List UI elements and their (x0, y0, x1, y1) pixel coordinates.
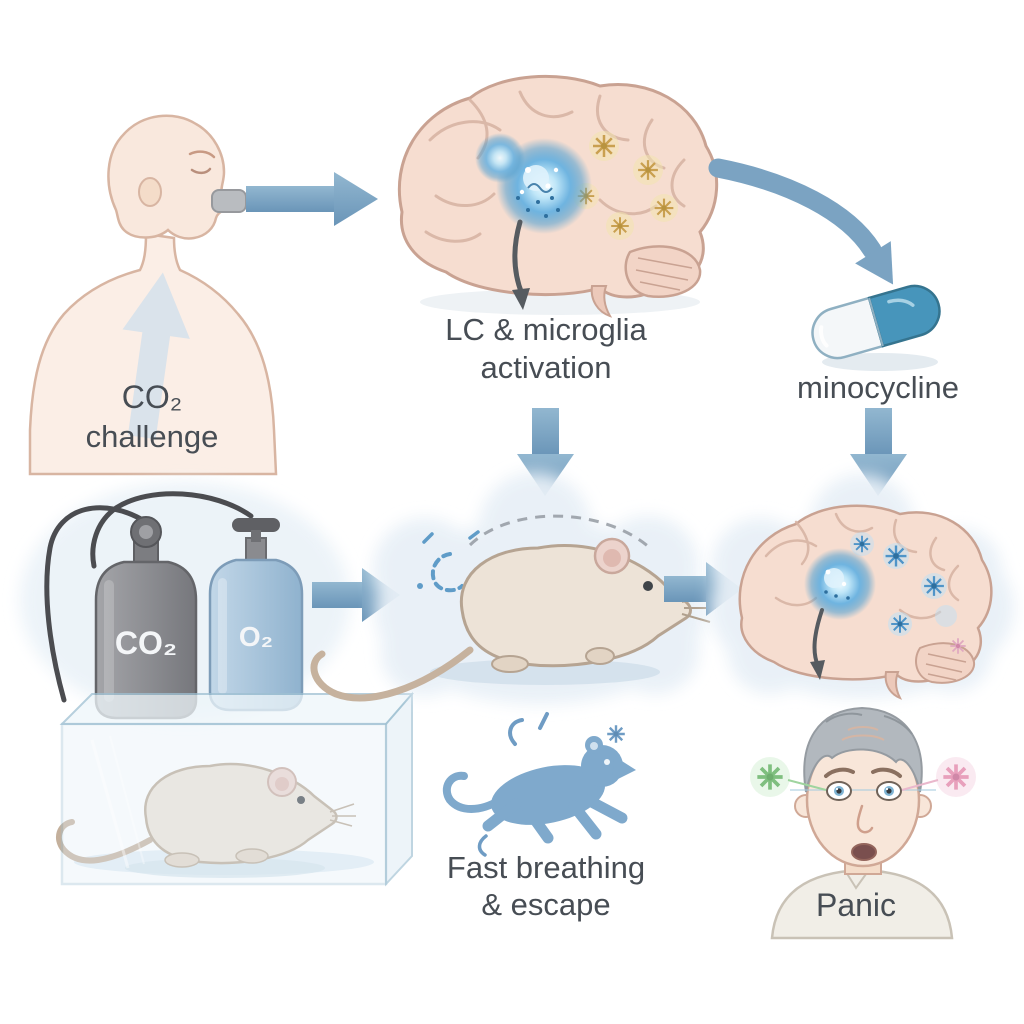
hair (803, 706, 923, 793)
capsule-shadow (822, 353, 938, 371)
microglia-star-icon (884, 544, 908, 568)
gas-setup: CO₂ O₂ (20, 482, 350, 720)
brain-top (397, 74, 719, 318)
human-eyebrow (188, 150, 216, 159)
co2-cylinder: CO₂ (94, 516, 198, 720)
panic-figure (750, 706, 976, 940)
rat-whiskers (329, 803, 356, 827)
human-eye-closed (190, 167, 212, 175)
lc-pointer-arrow (512, 219, 530, 310)
rat-eye (643, 581, 653, 591)
valve-handle-icon (232, 518, 280, 532)
capsule-blue-half (867, 284, 941, 348)
rodent-legs (482, 794, 628, 844)
shirt-collar (845, 871, 867, 890)
inhale-arrow-icon (122, 272, 190, 440)
human-figure (28, 114, 278, 476)
fast-breathing-label: Fast breathing & escape (447, 850, 645, 922)
panic-starburst-pink-icon (901, 757, 976, 797)
co2-challenge-line1: CO₂ (122, 379, 182, 415)
escape-rodent-icon (442, 712, 636, 857)
worry-lines (841, 726, 885, 741)
fast-breathing-line2: & escape (481, 887, 610, 922)
nose (856, 804, 874, 834)
arrow-brain-to-capsule (708, 158, 894, 285)
microglia-cluster-blue (850, 532, 967, 655)
microglia-star-icon (922, 574, 946, 598)
lc-activation-line2: activation (481, 350, 612, 385)
motion-marks-icon (477, 712, 549, 857)
brainstem (884, 671, 903, 700)
rat-tail (310, 646, 474, 702)
microglia-star-icon (591, 133, 617, 159)
dashed-dome (468, 514, 651, 550)
lc-activation-line1: LC & microglia (445, 312, 647, 347)
cerebellum-stripes (635, 257, 693, 291)
o2-cylinder: O₂ (208, 518, 304, 712)
minocycline-capsule (811, 284, 941, 371)
minocycline-label: minocycline (797, 370, 959, 405)
cerebellum (915, 642, 976, 684)
co2-challenge-label: CO₂ challenge (86, 379, 219, 454)
mouth-open (851, 843, 877, 861)
gas-tubes (44, 491, 254, 703)
panic-starburst-green-icon (750, 757, 827, 797)
lc-glow (475, 133, 592, 234)
microglia-star-icon (653, 197, 675, 219)
cerebellum (624, 245, 702, 299)
down-arrow-right (850, 408, 907, 496)
co2-cylinder-label: CO₂ (115, 625, 177, 661)
rat-eye (297, 796, 305, 804)
tank-right-face (385, 691, 413, 887)
capsule-white-half (811, 296, 885, 360)
brain-gyri (764, 512, 960, 620)
human-head (107, 114, 230, 240)
rat-in-tank (55, 762, 356, 878)
motion-star-icon (606, 724, 626, 744)
rodent-eye (604, 759, 610, 765)
left-eye (826, 781, 852, 801)
rat-tail (55, 819, 153, 864)
microglia-star-icon (610, 216, 630, 236)
lc-activation-label: LC & microglia activation (445, 312, 647, 385)
human-ear (138, 177, 162, 207)
right-eye (876, 781, 902, 801)
lc-glow (804, 548, 876, 620)
brainstem (590, 285, 613, 318)
arrow-breath-to-brain (246, 172, 378, 226)
rodent-tail (442, 771, 504, 813)
panic-label: Panic (816, 887, 896, 923)
hair-strands (825, 712, 913, 735)
brain-outcome-cloud (710, 474, 1014, 700)
fast-breathing-line1: Fast breathing (447, 850, 645, 885)
co2-gas-marks-icon (417, 530, 480, 593)
mouthpiece-icon (211, 189, 247, 213)
rat-in-cloud (310, 537, 716, 702)
lc-pointer-arrow (810, 608, 825, 680)
cerebellum-stripes (925, 653, 967, 681)
microglia-star-icon (852, 534, 872, 554)
rodent-snout (612, 756, 636, 782)
microglia-star-icon (890, 614, 910, 634)
o2-cylinder-label: O₂ (239, 621, 273, 652)
right-eyebrow (871, 767, 902, 778)
microglia-star-icon (636, 158, 660, 182)
co2-challenge-line2: challenge (86, 419, 219, 454)
tank-front-face (60, 722, 388, 886)
test-chamber-tank (55, 691, 415, 887)
microglia-star-icon (949, 637, 967, 655)
left-eyebrow (824, 767, 855, 778)
